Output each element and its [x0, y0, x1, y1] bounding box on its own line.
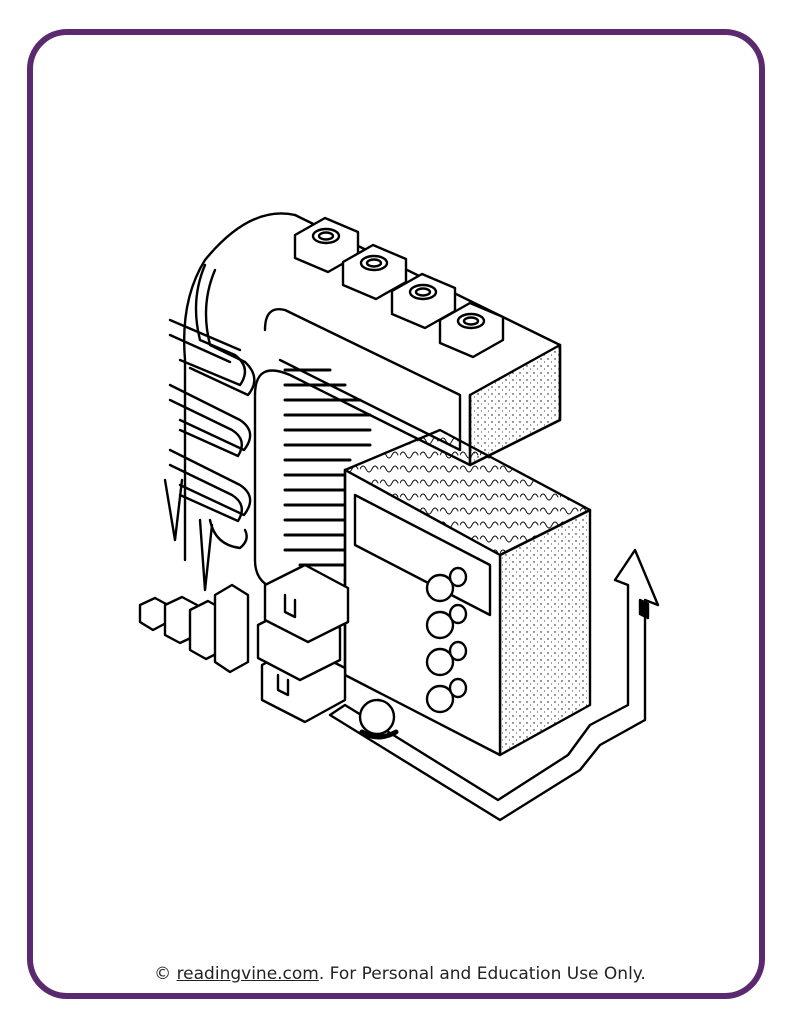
coiled-pipes: [163, 263, 256, 592]
site-link[interactable]: readingvine.com: [176, 964, 319, 984]
copyright-symbol: ©: [154, 964, 172, 984]
usage-notice: . For Personal and Education Use Only.: [318, 964, 646, 984]
copyright-footer: © readingvine.com. For Personal and Educ…: [0, 964, 800, 984]
stacked-boxes: [256, 563, 350, 724]
top-bolts: [293, 216, 505, 359]
knobs: [425, 566, 468, 714]
base-track-arrow: [328, 548, 660, 822]
bar-blocks: [138, 583, 250, 674]
